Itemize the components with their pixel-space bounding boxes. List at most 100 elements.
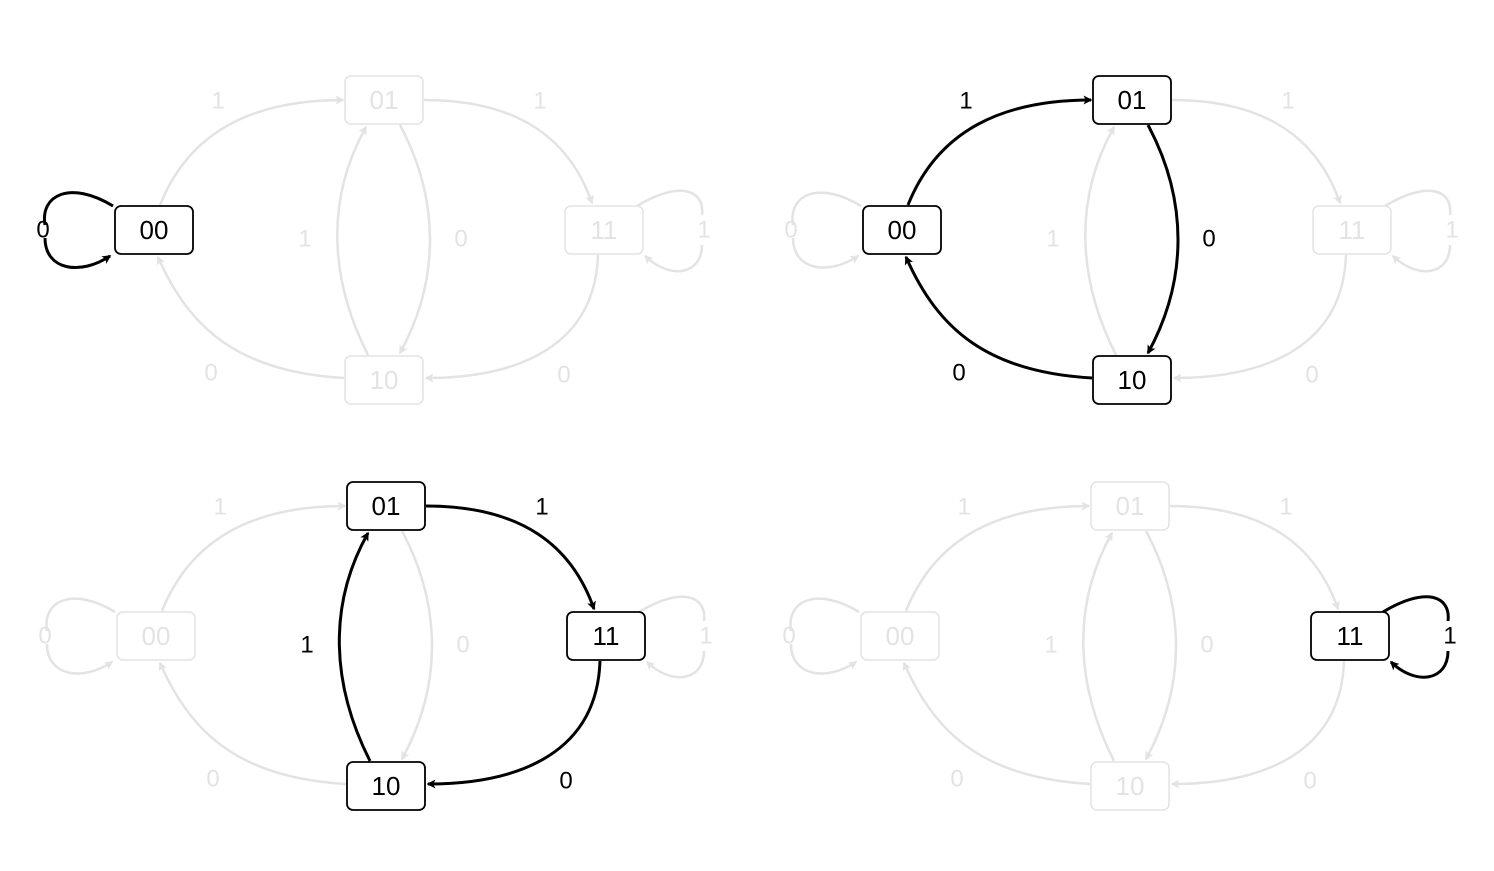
transition-label-00-to-01: 1 — [211, 87, 224, 114]
state-label-01: 01 — [1118, 85, 1147, 115]
transition-arrow-11-to-11 — [1382, 595, 1450, 679]
transition-label-01-to-11: 1 — [1279, 493, 1292, 520]
state-box — [1090, 761, 1170, 811]
transition-label-10-to-01: 1 — [1044, 631, 1057, 658]
state-box — [1312, 205, 1392, 255]
transition-arrow-10-to-01 — [1084, 125, 1118, 356]
state-box — [344, 355, 424, 405]
transition-arrow-00-to-01 — [160, 501, 347, 612]
transition-arrow-01-to-10 — [400, 530, 434, 761]
transition-arrow-01-to-11 — [425, 504, 596, 611]
transition-label-00-to-01: 1 — [957, 493, 970, 520]
state-label-01: 01 — [1116, 491, 1145, 521]
state-node-10: 10 — [346, 761, 426, 811]
transition-arrow-11-to-10 — [1172, 254, 1348, 383]
transition-label-01-to-11: 1 — [533, 87, 546, 114]
state-box — [116, 611, 196, 661]
state-node-00: 00 — [862, 205, 942, 255]
transition-arrow-00-to-00 — [791, 191, 861, 269]
state-label-00: 00 — [140, 215, 169, 245]
transition-arrow-11-to-11 — [1385, 189, 1452, 273]
transition-arrow-11-to-10 — [1170, 660, 1346, 789]
transition-arrow-00-to-01 — [906, 95, 1093, 206]
transition-label-00-to-00: 0 — [36, 216, 49, 243]
transition-arrow-00-to-00 — [45, 597, 115, 675]
state-label-11: 11 — [1337, 621, 1364, 651]
state-node-10: 10 — [1092, 355, 1172, 405]
state-box — [860, 611, 940, 661]
state-label-11: 11 — [591, 215, 618, 245]
transition-arrow-01-to-10 — [1146, 124, 1180, 355]
state-box — [344, 75, 424, 125]
state-box — [862, 205, 942, 255]
transition-label-00-to-00: 0 — [38, 622, 51, 649]
state-label-01: 01 — [370, 85, 399, 115]
transition-label-11-to-11: 1 — [1443, 622, 1456, 649]
transition-label-01-to-11: 1 — [1281, 87, 1294, 114]
transition-arrow-11-to-11 — [639, 595, 706, 679]
state-label-00: 00 — [888, 215, 917, 245]
state-label-01: 01 — [372, 491, 401, 521]
state-node-00: 00 — [116, 611, 196, 661]
state-node-10: 10 — [344, 355, 424, 405]
state-box — [564, 205, 644, 255]
state-node-01: 01 — [1092, 75, 1172, 125]
state-node-01: 01 — [346, 481, 426, 531]
transition-label-10-to-00: 0 — [204, 359, 217, 386]
state-node-11: 11 — [1312, 205, 1392, 255]
state-box — [114, 205, 194, 255]
transition-label-11-to-10: 0 — [1305, 361, 1318, 388]
state-node-00: 00 — [114, 205, 194, 255]
transition-label-01-to-10: 0 — [456, 631, 469, 658]
state-node-00: 00 — [860, 611, 940, 661]
active-layer: 111 — [1310, 595, 1457, 679]
transition-arrow-10-to-00 — [158, 661, 347, 786]
transition-label-10-to-01: 1 — [1046, 225, 1059, 252]
state-label-11: 11 — [1339, 215, 1366, 245]
state-node-11: 11 — [564, 205, 644, 255]
transition-label-11-to-10: 0 — [559, 767, 572, 794]
state-box — [1092, 75, 1172, 125]
state-box — [566, 611, 646, 661]
transition-label-00-to-01: 1 — [213, 493, 226, 520]
state-node-10: 10 — [1090, 761, 1170, 811]
transition-arrow-00-to-00 — [789, 597, 859, 675]
state-label-11: 11 — [593, 621, 620, 651]
state-node-01: 01 — [1090, 481, 1170, 531]
transition-label-11-to-10: 0 — [557, 361, 570, 388]
transition-arrow-00-to-01 — [904, 501, 1091, 612]
transition-arrow-01-to-10 — [398, 124, 432, 355]
transition-arrow-10-to-00 — [904, 255, 1093, 380]
transition-label-11-to-11: 1 — [1445, 216, 1458, 243]
transition-label-11-to-11: 1 — [699, 622, 712, 649]
state-box — [1092, 355, 1172, 405]
state-label-00: 00 — [142, 621, 171, 651]
transition-arrow-10-to-00 — [902, 661, 1091, 786]
transition-arrow-00-to-01 — [158, 95, 345, 206]
state-box — [1310, 611, 1390, 661]
transition-arrow-10-to-01 — [336, 125, 370, 356]
state-label-10: 10 — [370, 365, 399, 395]
transition-label-10-to-00: 0 — [206, 765, 219, 792]
transition-arrow-10-to-01 — [1082, 531, 1116, 762]
transition-label-01-to-10: 0 — [1202, 225, 1215, 252]
transition-label-11-to-11: 1 — [697, 216, 710, 243]
state-label-10: 10 — [372, 771, 401, 801]
transition-label-10-to-00: 0 — [950, 765, 963, 792]
transition-arrow-11-to-10 — [426, 660, 602, 789]
state-node-11: 11 — [1310, 611, 1390, 661]
state-node-11: 11 — [566, 611, 646, 661]
